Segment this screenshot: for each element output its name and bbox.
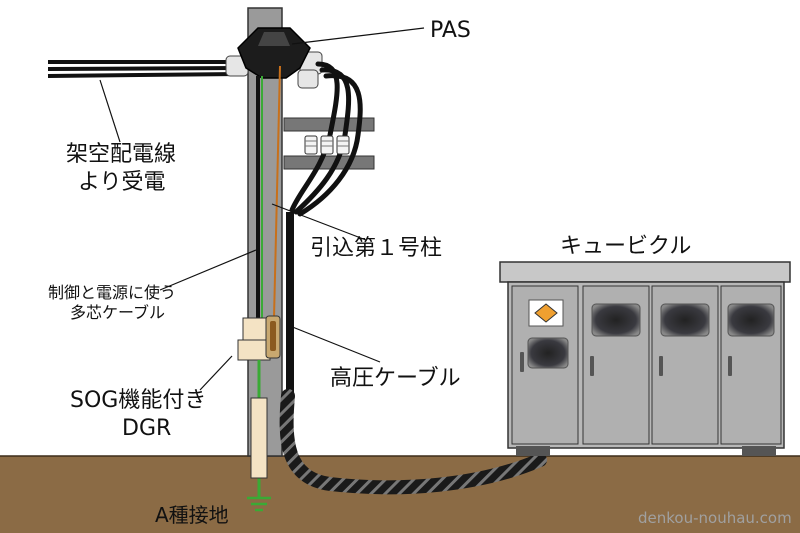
warning-diamond-icon <box>534 303 558 323</box>
ground-rod-sleeve <box>250 397 268 479</box>
pas-switch <box>237 27 311 79</box>
ground-symbol <box>247 496 271 512</box>
ground <box>0 456 800 533</box>
label-overhead-line-2: より受電 <box>78 170 166 195</box>
label-control-cable-2: 多芯ケーブル <box>70 303 166 322</box>
label-sog-dgr-2: DGR <box>122 416 172 441</box>
crossarm-lower <box>283 155 375 170</box>
cubicle-panel-1 <box>511 285 579 445</box>
cable-terminations <box>304 135 350 155</box>
leader-lines <box>99 27 425 391</box>
label-hv-cable: 高圧ケーブル <box>330 366 461 391</box>
cubicle <box>499 261 791 456</box>
watermark: denkou-nouhau.com <box>638 509 792 527</box>
label-sog-dgr-1: SOG機能付き <box>70 388 207 413</box>
cubicle-panel-2 <box>582 285 650 445</box>
label-cubicle: キュービクル <box>560 234 692 259</box>
label-control-cable-1: 制御と電源に使う <box>48 283 177 302</box>
cubicle-panel-4 <box>720 285 782 445</box>
label-overhead-line-1: 架空配電線 <box>66 142 177 167</box>
sog-dgr-box <box>237 317 271 361</box>
label-pole: 引込第１号柱 <box>310 236 443 261</box>
hv-cable-underground <box>279 389 547 495</box>
hv-leads <box>289 61 363 217</box>
overhead-lines <box>47 60 241 78</box>
control-wire <box>273 65 281 319</box>
label-grounding: A種接地 <box>155 503 229 527</box>
label-pas: PAS <box>430 18 471 43</box>
cubicle-panel-3 <box>651 285 719 445</box>
